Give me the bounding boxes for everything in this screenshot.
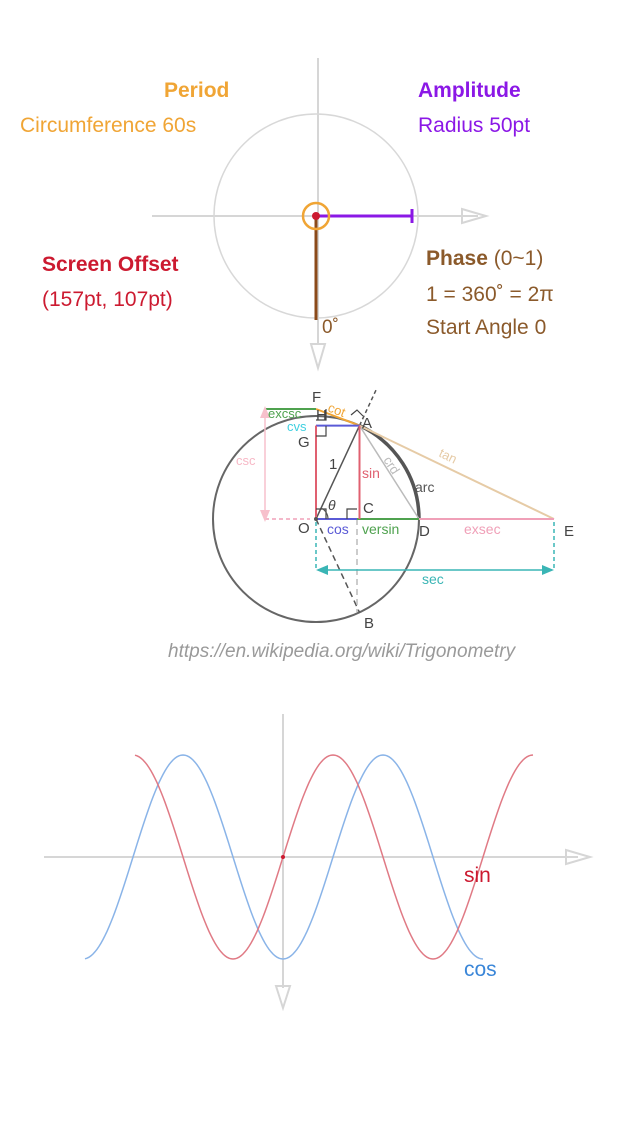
- chord-line: [358, 425, 420, 520]
- sin-wave: [134, 754, 534, 960]
- cos-wave: [84, 754, 484, 960]
- horizontal-axis-arrow-icon: [461, 207, 490, 225]
- offset-title: Screen Offset: [42, 253, 179, 276]
- period-title: Period: [164, 79, 230, 102]
- right-angle-h: [316, 409, 327, 421]
- label-versin: versin: [362, 521, 399, 537]
- origin-dot: [281, 855, 285, 859]
- label-theta: θ: [328, 497, 336, 513]
- label-one: 1: [329, 456, 337, 473]
- phase-heading: Phase (0~1): [426, 248, 543, 269]
- label-g: G: [298, 434, 310, 451]
- zero-degree-label: 0˚: [322, 317, 339, 338]
- label-tan: tan: [437, 445, 460, 466]
- label-c: C: [363, 500, 374, 517]
- wave-y-axis-arrow-icon: [274, 985, 292, 1012]
- phase-equation: 1 = 360˚ = 2π: [426, 283, 554, 306]
- csc-arrow-bottom-icon: [260, 510, 270, 522]
- right-angle-c: [346, 508, 357, 519]
- label-cot: cot: [326, 400, 348, 420]
- label-arc: arc: [415, 479, 434, 495]
- label-h: H: [316, 407, 327, 424]
- offset-value: (157pt, 107pt): [42, 288, 173, 311]
- label-sec: sec: [422, 571, 444, 587]
- label-cvs: cvs: [287, 419, 307, 434]
- label-d: D: [419, 523, 430, 540]
- amplitude-title: Amplitude: [418, 79, 521, 102]
- label-e: E: [564, 523, 574, 540]
- right-angle-g: [316, 426, 327, 437]
- right-angle-a: [350, 409, 364, 417]
- sin-label: sin: [464, 864, 491, 887]
- period-value: Circumference 60s: [20, 114, 197, 137]
- cotangent-line: [315, 408, 360, 427]
- offset-dot: [312, 212, 320, 220]
- radius-ob: [315, 518, 361, 613]
- label-excsc: excsc: [268, 406, 302, 421]
- label-b: B: [364, 615, 374, 632]
- sec-arrow-right-icon: [542, 565, 554, 575]
- label-a: A: [362, 415, 372, 432]
- point-o-dot: [314, 517, 318, 521]
- tangent-line: [359, 424, 555, 520]
- label-cos: cos: [327, 521, 349, 537]
- wave-x-axis-arrow-icon: [565, 848, 594, 866]
- label-exsec: exsec: [464, 521, 501, 537]
- unit-circle-figure: [152, 58, 490, 372]
- source-link[interactable]: https://en.wikipedia.org/wiki/Trigonomet…: [168, 641, 516, 662]
- amplitude-value: Radius 50pt: [418, 114, 531, 137]
- csc-arrow-top-icon: [260, 406, 270, 418]
- period-ring: [301, 201, 331, 231]
- label-o: O: [298, 520, 310, 537]
- radius-oa: [315, 425, 361, 520]
- phase-start: Start Angle 0: [426, 316, 547, 339]
- right-angle-o: [316, 508, 327, 519]
- theta-arc: [320, 507, 329, 520]
- label-csc: csc: [236, 453, 256, 468]
- phase-title: Phase: [426, 247, 488, 270]
- phase-range: (0~1): [487, 247, 544, 270]
- label-sin: sin: [362, 465, 380, 481]
- sec-arrow-left-icon: [316, 565, 328, 575]
- cos-label: cos: [464, 958, 497, 981]
- wave-figure: sin cos: [44, 714, 594, 1012]
- label-f: F: [312, 389, 321, 406]
- trig-functions-figure: F H A G O C D E B excsc cot cvs csc 1 si…: [212, 387, 574, 632]
- vertical-axis-arrow-icon: [309, 343, 327, 372]
